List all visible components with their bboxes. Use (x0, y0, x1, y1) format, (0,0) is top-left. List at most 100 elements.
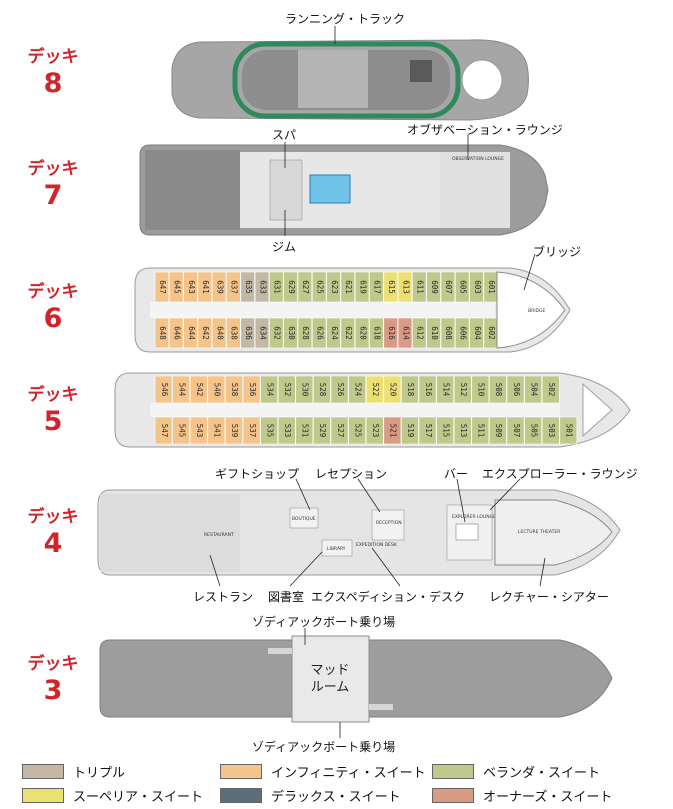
cabin-520[interactable] (383, 375, 402, 404)
reception-area[interactable] (371, 509, 405, 541)
cabin-628[interactable] (297, 317, 313, 349)
cabin-544[interactable] (172, 375, 191, 404)
cabin-616[interactable] (383, 317, 398, 349)
cabin-647[interactable] (154, 271, 170, 303)
cabin-506[interactable] (506, 375, 525, 404)
mud-room-area[interactable] (291, 635, 370, 723)
cabin-608[interactable] (440, 317, 456, 349)
cabin-511[interactable] (471, 416, 490, 445)
cabin-528[interactable] (313, 375, 331, 404)
cabin-529[interactable] (313, 416, 331, 445)
cabin-633[interactable] (254, 271, 270, 303)
cabin-537[interactable] (242, 416, 261, 445)
spa-area[interactable] (269, 159, 303, 221)
cabin-522[interactable] (365, 375, 384, 404)
cabin-526[interactable] (330, 375, 349, 404)
cabin-523[interactable] (365, 416, 384, 445)
cabin-519[interactable] (401, 416, 419, 445)
cabin-531[interactable] (295, 416, 314, 445)
cabin-517[interactable] (418, 416, 437, 445)
cabin-619[interactable] (354, 271, 370, 303)
cabin-640[interactable] (211, 317, 227, 349)
cabin-629[interactable] (283, 271, 298, 303)
cabin-504[interactable] (524, 375, 542, 404)
cabin-533[interactable] (277, 416, 296, 445)
cabin-502[interactable] (541, 375, 560, 404)
cabin-546[interactable] (154, 375, 173, 404)
cabin-532[interactable] (277, 375, 296, 404)
bar-area[interactable] (455, 523, 479, 541)
cabin-501[interactable] (559, 416, 578, 445)
cabin-644[interactable] (183, 317, 198, 349)
cabin-535[interactable] (260, 416, 279, 445)
cabin-516[interactable] (418, 375, 437, 404)
cabin-509[interactable] (489, 416, 507, 445)
cabin-513[interactable] (453, 416, 472, 445)
gift-shop-area[interactable] (289, 507, 319, 529)
cabin-610[interactable] (426, 317, 441, 349)
cabin-621[interactable] (340, 271, 355, 303)
cabin-547[interactable] (154, 416, 173, 445)
cabin-510[interactable] (471, 375, 490, 404)
cabin-635[interactable] (240, 271, 255, 303)
cabin-625[interactable] (311, 271, 327, 303)
cabin-539[interactable] (225, 416, 243, 445)
cabin-624[interactable] (326, 317, 341, 349)
cabin-505[interactable] (524, 416, 542, 445)
cabin-636[interactable] (240, 317, 255, 349)
cabin-521[interactable] (383, 416, 402, 445)
cabin-527[interactable] (330, 416, 349, 445)
cabin-611[interactable] (412, 271, 427, 303)
cabin-503[interactable] (541, 416, 560, 445)
cabin-639[interactable] (211, 271, 227, 303)
cabin-534[interactable] (260, 375, 279, 404)
library-area[interactable] (321, 539, 353, 557)
cabin-645[interactable] (169, 271, 184, 303)
cabin-627[interactable] (297, 271, 313, 303)
lecture-theater-area[interactable] (494, 499, 613, 566)
cabin-607[interactable] (440, 271, 456, 303)
cabin-542[interactable] (189, 375, 208, 404)
cabin-603[interactable] (469, 271, 484, 303)
cabin-632[interactable] (269, 317, 284, 349)
cabin-543[interactable] (189, 416, 208, 445)
cabin-614[interactable] (397, 317, 413, 349)
observation-lounge-area[interactable] (440, 152, 510, 228)
cabin-642[interactable] (197, 317, 212, 349)
cabin-609[interactable] (426, 271, 441, 303)
cabin-541[interactable] (207, 416, 226, 445)
cabin-514[interactable] (436, 375, 455, 404)
cabin-524[interactable] (348, 375, 367, 404)
cabin-631[interactable] (269, 271, 284, 303)
cabin-618[interactable] (369, 317, 384, 349)
cabin-525[interactable] (348, 416, 367, 445)
cabin-518[interactable] (401, 375, 419, 404)
cabin-626[interactable] (311, 317, 327, 349)
cabin-630[interactable] (283, 317, 298, 349)
cabin-646[interactable] (169, 317, 184, 349)
cabin-604[interactable] (469, 317, 484, 349)
cabin-620[interactable] (354, 317, 370, 349)
bridge-area[interactable] (496, 271, 566, 349)
cabin-638[interactable] (226, 317, 241, 349)
cabin-508[interactable] (489, 375, 507, 404)
cabin-623[interactable] (326, 271, 341, 303)
cabin-515[interactable] (436, 416, 455, 445)
cabin-613[interactable] (397, 271, 413, 303)
cabin-545[interactable] (172, 416, 191, 445)
cabin-507[interactable] (506, 416, 525, 445)
cabin-512[interactable] (453, 375, 472, 404)
running-track[interactable] (232, 41, 461, 119)
cabin-538[interactable] (225, 375, 243, 404)
cabin-641[interactable] (197, 271, 212, 303)
cabin-530[interactable] (295, 375, 314, 404)
cabin-612[interactable] (412, 317, 427, 349)
cabin-540[interactable] (207, 375, 226, 404)
cabin-622[interactable] (340, 317, 355, 349)
restaurant-area[interactable] (100, 494, 240, 572)
cabin-637[interactable] (226, 271, 241, 303)
cabin-615[interactable] (383, 271, 398, 303)
cabin-606[interactable] (454, 317, 470, 349)
cabin-617[interactable] (369, 271, 384, 303)
cabin-648[interactable] (154, 317, 170, 349)
